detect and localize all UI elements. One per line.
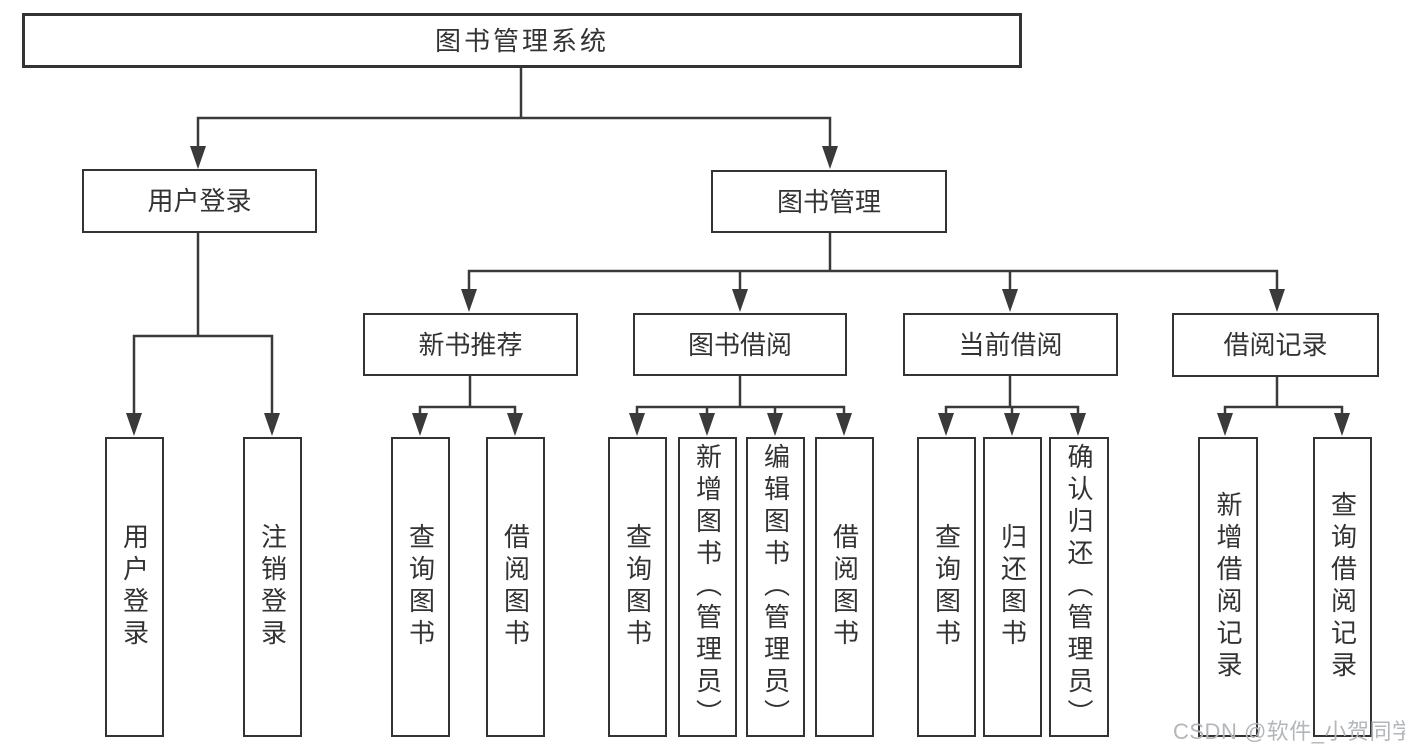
node-root: 图书管理系统 [22, 13, 1022, 68]
connector-path [132, 68, 1344, 415]
node-current-borrow: 当前借阅 [903, 313, 1118, 376]
leaf-logout: 注销登录 [243, 437, 302, 737]
leaf-user-login: 用户登录 [105, 437, 164, 737]
leaf-logout-label: 注销登录 [257, 523, 288, 651]
leaf-add-books-admin-label: 新增图书（管理员） [692, 443, 723, 731]
leaf-confirm-return-admin-label: 确认归还（管理员） [1064, 443, 1094, 731]
leaf-query-books-newbook: 查询图书 [391, 437, 450, 737]
node-user-login-label: 用户登录 [147, 186, 252, 216]
node-current-borrow-label: 当前借阅 [958, 329, 1063, 360]
arrowheads [126, 146, 1350, 436]
leaf-return-books: 归还图书 [983, 437, 1042, 737]
leaf-query-books-current: 查询图书 [917, 437, 976, 737]
leaf-borrow-books-borrow-label: 借阅图书 [829, 523, 860, 651]
node-book-management: 图书管理 [711, 170, 947, 233]
leaf-borrow-books-newbook: 借阅图书 [486, 437, 545, 737]
node-book-borrow-label: 图书借阅 [687, 329, 792, 360]
leaf-borrow-books-newbook-label: 借阅图书 [500, 523, 531, 651]
node-borrow-records-label: 借阅记录 [1223, 330, 1328, 360]
watermark: CSDN @软件_小贺同学 [1173, 719, 1405, 744]
leaf-query-borrow-record-label: 查询借阅记录 [1327, 491, 1358, 683]
node-book-borrow: 图书借阅 [633, 313, 847, 376]
node-new-book-recommend: 新书推荐 [363, 313, 578, 376]
leaf-return-books-label: 归还图书 [997, 523, 1028, 651]
leaf-confirm-return-admin: 确认归还（管理员） [1049, 437, 1109, 737]
leaf-query-books-borrow-label: 查询图书 [622, 523, 653, 651]
leaf-add-borrow-record-label: 新增借阅记录 [1213, 491, 1243, 683]
leaf-query-books-newbook-label: 查询图书 [405, 523, 436, 651]
node-new-book-recommend-label: 新书推荐 [418, 329, 523, 360]
leaf-edit-books-admin-label: 编辑图书（管理员） [760, 443, 791, 731]
leaf-edit-books-admin: 编辑图书（管理员） [746, 437, 805, 737]
leaf-query-books-current-label: 查询图书 [931, 523, 962, 651]
leaf-user-login-label: 用户登录 [119, 523, 150, 651]
node-borrow-records: 借阅记录 [1172, 313, 1379, 377]
node-root-label: 图书管理系统 [434, 25, 609, 56]
leaf-query-books-borrow: 查询图书 [608, 437, 667, 737]
leaf-add-borrow-record: 新增借阅记录 [1198, 437, 1258, 737]
node-book-management-label: 图书管理 [776, 186, 881, 217]
leaf-query-borrow-record: 查询借阅记录 [1313, 437, 1372, 737]
node-user-login: 用户登录 [82, 169, 317, 233]
leaf-borrow-books-borrow: 借阅图书 [815, 437, 874, 737]
leaf-add-books-admin: 新增图书（管理员） [678, 437, 737, 737]
